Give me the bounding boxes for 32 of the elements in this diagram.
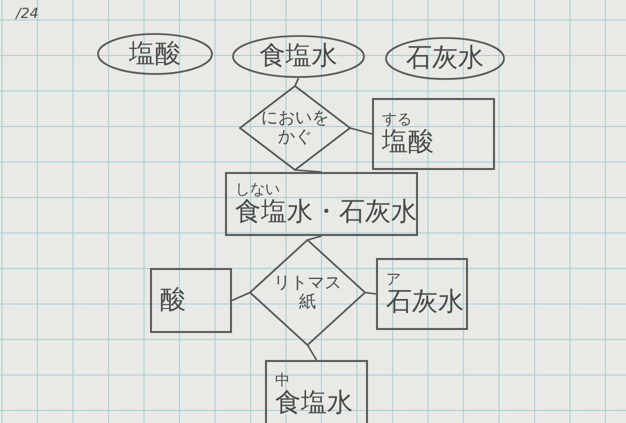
- node-label: 食塩水・石灰水: [235, 198, 417, 227]
- node-label: 食塩水: [260, 42, 338, 71]
- node-label: 中: [275, 372, 290, 389]
- decision-diamond: [240, 86, 350, 170]
- connector-line: [350, 127, 372, 135]
- node-label: 石灰水: [406, 44, 484, 73]
- page-number: /24: [16, 6, 39, 22]
- connector-line: [294, 78, 300, 86]
- result-box: [265, 360, 368, 423]
- node-label: する: [382, 111, 412, 128]
- connector-line: [294, 169, 322, 173]
- node-label: 石灰水: [386, 288, 464, 317]
- node-label: ア: [386, 271, 401, 288]
- result-box: [376, 258, 468, 330]
- node-label: 酸: [160, 286, 186, 315]
- sample-ellipse: [385, 37, 505, 80]
- node-label: リトマス紙: [272, 274, 342, 312]
- result-box: [372, 98, 495, 170]
- sample-ellipse: [232, 35, 365, 78]
- result-box: [225, 172, 418, 236]
- result-box: [150, 268, 232, 333]
- node-label: しない: [235, 181, 280, 198]
- node-label: 塩酸: [382, 128, 434, 157]
- decision-diamond: [250, 240, 365, 345]
- sample-ellipse: [97, 33, 213, 75]
- connector-line: [232, 292, 250, 302]
- connector-line: [307, 235, 322, 241]
- connector-line: [364, 292, 376, 295]
- node-label: 塩酸: [129, 40, 181, 68]
- node-label: 食塩水: [275, 388, 353, 418]
- node-label: においをかぐ: [260, 109, 330, 147]
- connector-line: [306, 344, 318, 360]
